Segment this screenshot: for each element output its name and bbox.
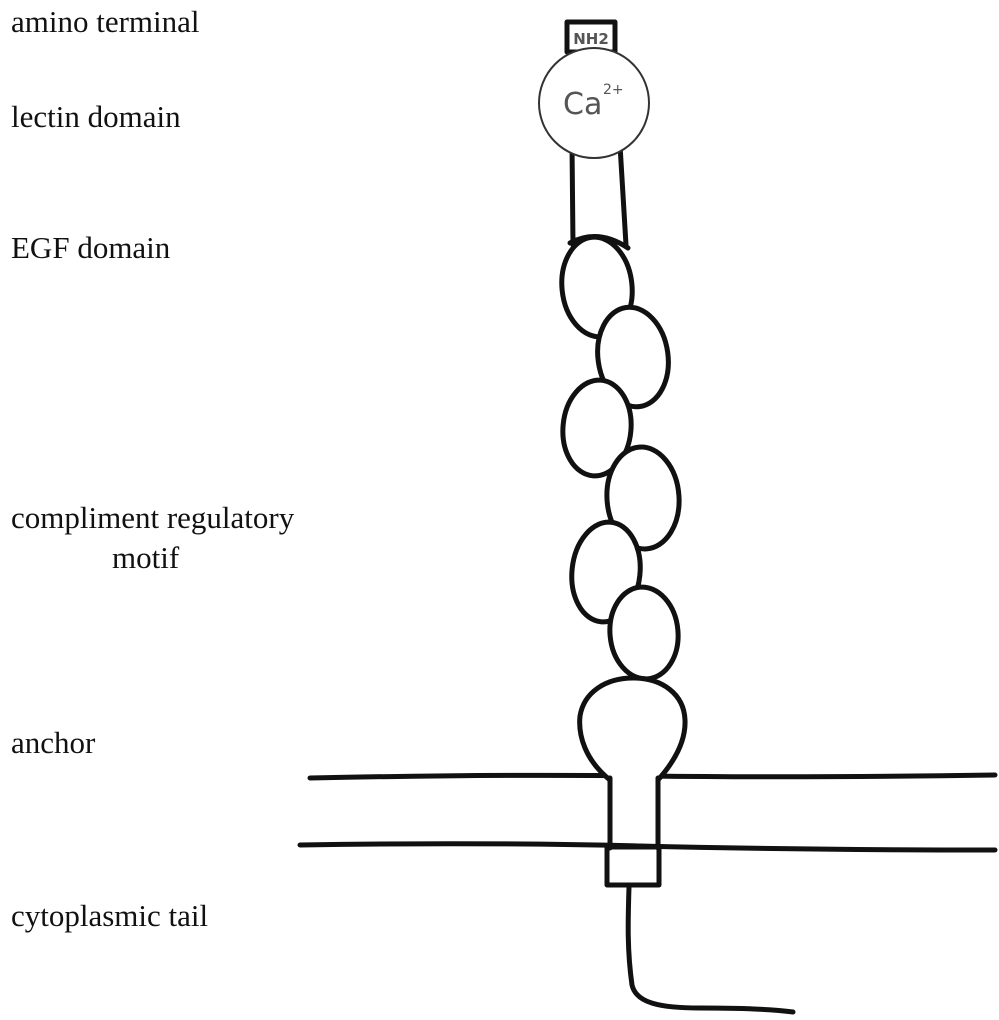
amino-group-text: NH2: [573, 30, 609, 48]
anchor-domain: [580, 678, 685, 780]
crm-repeat-6: [606, 584, 682, 682]
cytoplasmic-tail-strand: [628, 887, 793, 1012]
calcium-charge-text: 2+: [603, 82, 624, 98]
cytoplasmic-box: [607, 847, 659, 885]
egf-stalk: [570, 145, 628, 248]
calcium-ion-text: Ca: [563, 87, 602, 122]
transmembrane-segment: [610, 778, 658, 848]
